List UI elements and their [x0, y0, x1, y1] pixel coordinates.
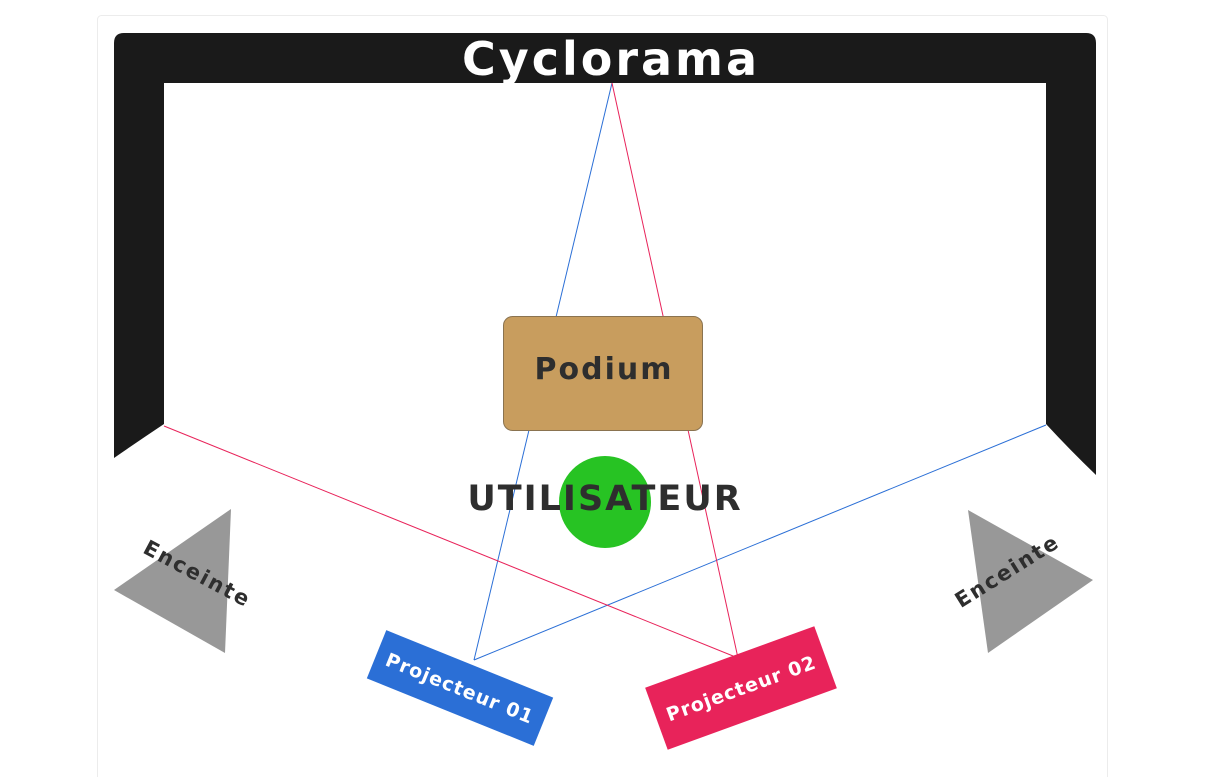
beam-projector-02-to-left-wall: [163, 425, 739, 659]
projector-02-body: [645, 626, 837, 750]
user-marker: [559, 456, 651, 548]
cyclorama-label: Cyclorama: [462, 32, 760, 86]
podium: [503, 316, 703, 431]
speaker-left: [114, 509, 231, 653]
podium-label: Podium: [535, 352, 674, 387]
cyclorama-wall: [114, 33, 1096, 475]
user-label: UTILISATEUR: [467, 479, 742, 519]
projector-01-body: [366, 630, 554, 746]
speaker-right: [968, 510, 1093, 653]
beam-projector-01-to-right-wall: [473, 424, 1047, 661]
